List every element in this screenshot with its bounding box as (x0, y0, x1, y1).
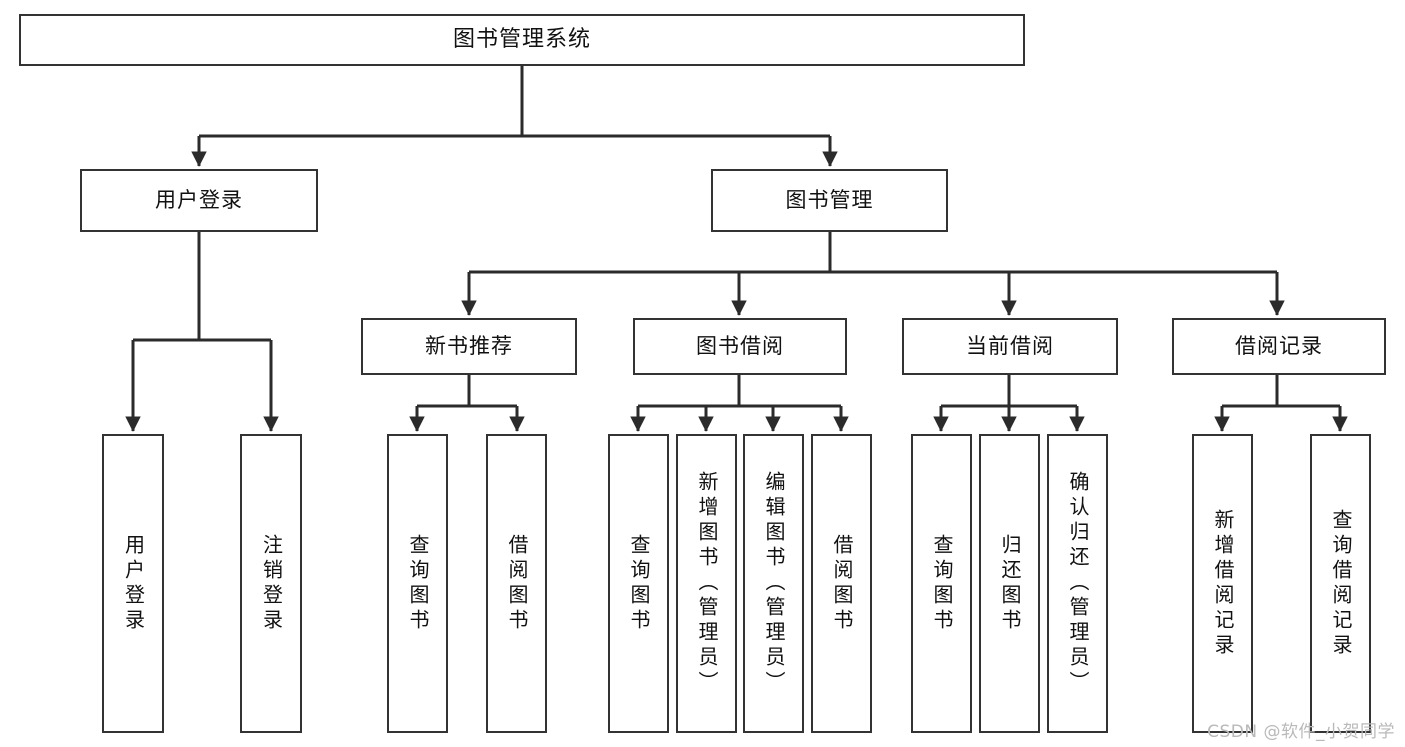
leaf-query-book-recommend[interactable]: 查询图书 (387, 434, 448, 733)
node-label: 用户登录 (155, 188, 243, 213)
node-label: 新书推荐 (425, 334, 513, 359)
node-label: 图书借阅 (696, 334, 784, 359)
node-label: 当前借阅 (966, 334, 1054, 359)
node-current-borrow[interactable]: 当前借阅 (902, 318, 1118, 375)
node-label: 查询图书 (930, 533, 954, 634)
node-label: 借阅记录 (1235, 334, 1323, 359)
leaf-add-borrow-record[interactable]: 新增借阅记录 (1192, 434, 1253, 733)
node-book-borrow[interactable]: 图书借阅 (633, 318, 847, 375)
node-label: 新增借阅记录 (1211, 508, 1235, 659)
node-label: 图书管理 (785, 188, 874, 213)
leaf-edit-book-admin[interactable]: 编辑图书（管理员） (743, 434, 804, 733)
node-label: 注销登录 (259, 533, 284, 634)
watermark-text: CSDN @软件_小贺同学 (1207, 722, 1395, 742)
node-label: 确认归还（管理员） (1066, 471, 1090, 696)
node-user-login[interactable]: 用户登录 (80, 169, 318, 232)
node-label: 图书管理系统 (452, 27, 591, 53)
leaf-query-book-borrow[interactable]: 查询图书 (608, 434, 669, 733)
leaf-query-borrow-record[interactable]: 查询借阅记录 (1310, 434, 1371, 733)
leaf-borrow-book-recommend[interactable]: 借阅图书 (486, 434, 547, 733)
leaf-confirm-return-admin[interactable]: 确认归还（管理员） (1047, 434, 1108, 733)
leaf-borrow-book[interactable]: 借阅图书 (811, 434, 872, 733)
leaf-user-logout[interactable]: 注销登录 (240, 434, 302, 733)
leaf-return-book[interactable]: 归还图书 (979, 434, 1040, 733)
node-book-manage[interactable]: 图书管理 (711, 169, 948, 232)
node-label: 用户登录 (121, 533, 146, 634)
node-label: 查询图书 (406, 533, 430, 634)
node-label: 借阅图书 (830, 533, 854, 634)
node-label: 归还图书 (998, 533, 1022, 634)
node-new-book-recommend[interactable]: 新书推荐 (361, 318, 577, 375)
node-label: 编辑图书（管理员） (762, 471, 786, 696)
leaf-query-book-current[interactable]: 查询图书 (911, 434, 972, 733)
leaf-user-login[interactable]: 用户登录 (102, 434, 164, 733)
node-label: 查询图书 (627, 533, 651, 634)
node-label: 查询借阅记录 (1329, 508, 1353, 659)
node-label: 新增图书（管理员） (695, 471, 719, 696)
node-label: 借阅图书 (505, 533, 529, 634)
leaf-add-book-admin[interactable]: 新增图书（管理员） (676, 434, 737, 733)
node-root-system[interactable]: 图书管理系统 (19, 14, 1025, 66)
node-borrow-record[interactable]: 借阅记录 (1172, 318, 1386, 375)
